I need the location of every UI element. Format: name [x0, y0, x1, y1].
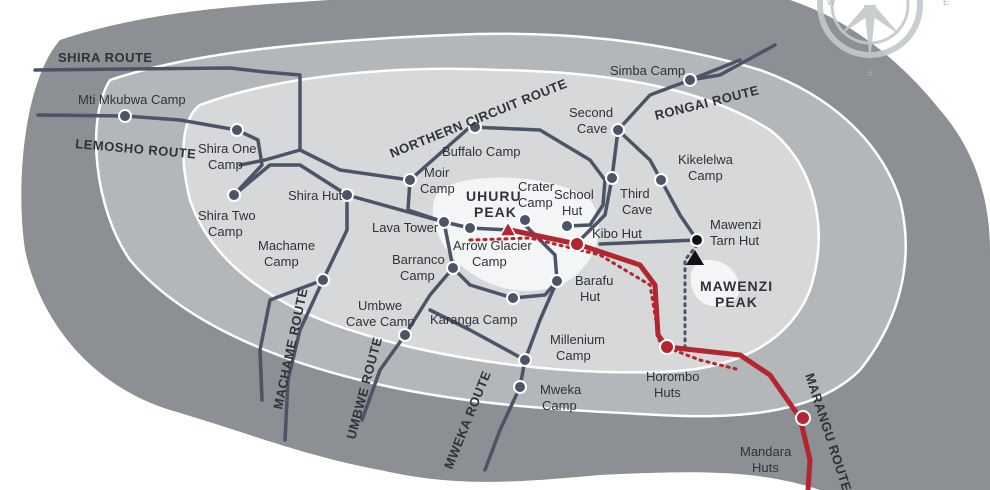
- mawenzi-peak-label: MAWENZI: [700, 278, 773, 294]
- mweka-label: Mweka: [540, 382, 582, 397]
- horombo-label: Horombo: [646, 369, 699, 384]
- camp-marker[interactable]: [316, 273, 330, 287]
- kikelelwa-label: Kikelelwa: [678, 152, 734, 167]
- second-cave-label: Second: [569, 105, 613, 120]
- mweka-route-line: [483, 279, 559, 472]
- uhuru-peak-triangle-icon: [498, 220, 518, 237]
- compass-w: W: [827, 0, 836, 7]
- kikelelwa-label-2: Camp: [688, 168, 723, 183]
- mawenzi-dotted-path: [683, 243, 699, 352]
- camp-marker[interactable]: [340, 188, 354, 202]
- school-label-2: Hut: [562, 203, 583, 218]
- camp-marker[interactable]: [560, 219, 574, 233]
- millenium-label-2: Camp: [556, 348, 591, 363]
- mawenzi-zone: [690, 259, 741, 307]
- camp-marker[interactable]: [227, 188, 241, 202]
- arrow-glacier-label-2: Camp: [472, 254, 507, 269]
- camp-marker[interactable]: [506, 291, 520, 305]
- third-cave-label: Third: [620, 186, 650, 201]
- mandara-label: Mandara: [740, 444, 792, 459]
- mandara-marker[interactable]: [795, 410, 811, 426]
- moir-label-2: Camp: [420, 181, 455, 196]
- camp-marker[interactable]: [550, 274, 564, 288]
- shira-route-label: SHIRA ROUTE: [58, 50, 153, 65]
- millenium-label: Millenium: [550, 332, 605, 347]
- camp-marker[interactable]: [468, 120, 482, 134]
- mawenzi-peak-label-2: PEAK: [715, 294, 758, 310]
- camp-marker[interactable]: [118, 109, 132, 123]
- buffalo-label: Buffalo Camp: [442, 144, 521, 159]
- shira-hut-label: Shira Hut: [288, 188, 343, 203]
- barranco-label-2: Camp: [400, 268, 435, 283]
- shira-two-label: Shira Two: [198, 208, 256, 223]
- camp-markers: [118, 73, 811, 426]
- uhuru-peak-label-2: PEAK: [474, 204, 517, 220]
- third-cave-label-2: Cave: [622, 202, 652, 217]
- camp-marker[interactable]: [654, 173, 668, 187]
- crater-label: Crater: [518, 179, 555, 194]
- school-label: School: [554, 187, 594, 202]
- camp-marker[interactable]: [437, 215, 451, 229]
- compass-s: S: [867, 68, 873, 78]
- inner-boundary-line: [94, 32, 907, 418]
- mawenzi-peak-triangle-icon: [686, 250, 704, 265]
- camp-marker[interactable]: [398, 328, 412, 342]
- mweka-label-2: Camp: [542, 398, 577, 413]
- summit-dotted-path: [468, 236, 742, 372]
- camp-marker[interactable]: [513, 380, 527, 394]
- rongai-route-line: [578, 43, 777, 242]
- camp-marker[interactable]: [446, 261, 460, 275]
- mawenzi-tarn-label-2: Tarn Hut: [710, 233, 760, 248]
- shira-one-label: Shira One: [198, 141, 257, 156]
- camp-marker[interactable]: [230, 123, 244, 137]
- lava-tower-label: Lava Tower: [372, 220, 439, 235]
- camp-marker[interactable]: [683, 73, 697, 87]
- compass-e: E: [943, 0, 949, 7]
- shira-two-label-2: Camp: [208, 224, 243, 239]
- barranco-label: Barranco: [392, 252, 445, 267]
- trails: [33, 43, 813, 490]
- karanga-label: Karanga Camp: [430, 312, 517, 327]
- crater-label-2: Camp: [518, 195, 553, 210]
- second-cave-label-2: Cave: [577, 121, 607, 136]
- horombo-marker[interactable]: [659, 339, 675, 355]
- uhuru-peak-label: UHURU: [466, 188, 522, 204]
- barafu-label: Barafu: [575, 273, 613, 288]
- camp-marker[interactable]: [403, 173, 417, 187]
- moir-label: Moir: [424, 165, 450, 180]
- kibo-hut-marker[interactable]: [569, 236, 585, 252]
- arrow-glacier-label: Arrow Glacier: [453, 238, 532, 253]
- camp-marker[interactable]: [605, 171, 619, 185]
- camp-marker[interactable]: [463, 221, 477, 235]
- compass-rose: W E S: [817, 0, 949, 78]
- camp-marker[interactable]: [518, 213, 532, 227]
- mti-mkubwa-label: Mti Mkubwa Camp: [78, 92, 186, 107]
- umbwe-label-2: Cave Camp: [346, 314, 415, 329]
- mandara-label-2: Huts: [752, 460, 779, 475]
- simba-label: Simba Camp: [610, 63, 685, 78]
- machame-label-2: Camp: [264, 254, 299, 269]
- horombo-label-2: Huts: [654, 385, 681, 400]
- umbwe-label: Umbwe: [358, 298, 402, 313]
- mawenzi-tarn-marker[interactable]: [690, 233, 704, 247]
- shira-one-label-2: Camp: [208, 157, 243, 172]
- barafu-label-2: Hut: [580, 289, 601, 304]
- shira-route-line: [33, 66, 412, 182]
- machame-label: Machame: [258, 238, 315, 253]
- machame-route-line: [258, 278, 325, 402]
- mawenzi-tarn-label: Mawenzi: [710, 217, 761, 232]
- kibo-hut-label: Kibo Hut: [592, 226, 642, 241]
- camp-marker[interactable]: [518, 353, 532, 367]
- camp-marker[interactable]: [611, 123, 625, 137]
